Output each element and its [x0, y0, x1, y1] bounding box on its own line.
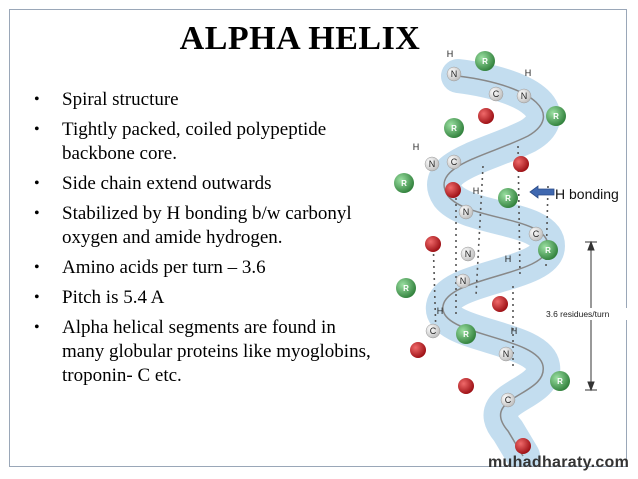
bullet-item: •Stabilized by H bonding b/w carbonyl ox… — [34, 203, 352, 248]
h-label: H — [511, 326, 518, 336]
n-label: N — [463, 207, 470, 217]
bullet-list: •Spiral structure •Tightly packed, coile… — [32, 88, 382, 394]
bullet-dot-icon: • — [34, 91, 40, 108]
r-label: R — [553, 112, 559, 121]
c-label: C — [430, 326, 437, 336]
r-label: R — [451, 124, 457, 133]
r-label: R — [505, 194, 511, 203]
r-label: R — [482, 57, 488, 66]
n-label: N — [521, 91, 528, 101]
c-label: C — [533, 229, 540, 239]
n-label: N — [465, 249, 472, 259]
watermark-text: muhadharaty.com — [488, 454, 630, 471]
h-label: H — [473, 186, 480, 196]
h-label: H — [437, 306, 444, 316]
bullet-item: •Amino acids per turn – 3.6 — [34, 257, 266, 278]
slide-title: ALPHA HELIX — [179, 20, 421, 57]
r-label: R — [545, 246, 551, 255]
bullet-dot-icon: • — [34, 121, 40, 138]
residues-per-turn-label: 3.6 residues/turn — [546, 309, 610, 319]
bullet-item: •Spiral structure — [34, 89, 179, 110]
r-label: R — [403, 284, 409, 293]
n-label: N — [503, 349, 510, 359]
bullet-dot-icon: • — [34, 175, 40, 192]
r-label: R — [401, 179, 407, 188]
bullet-dot-icon: • — [34, 259, 40, 276]
h-label: H — [413, 142, 420, 152]
bullet-dot-icon: • — [34, 319, 40, 336]
n-label: N — [460, 276, 467, 286]
bullet-dot-icon: • — [34, 205, 40, 222]
backbone-atoms — [424, 66, 544, 408]
n-label: N — [451, 69, 458, 79]
n-label: N — [429, 159, 436, 169]
h-bonding-label: H bonding — [555, 186, 619, 202]
bullet-item: •Side chain extend outwards — [34, 173, 272, 194]
slide-frame — [9, 9, 627, 467]
alpha-helix-diagram: 3.6 residues/turn R R R R R R R R R — [394, 49, 638, 466]
bullet-item: •Pitch is 5.4 A — [34, 287, 165, 308]
h-label: H — [505, 254, 512, 264]
h-bonding-arrow-icon — [529, 185, 555, 199]
bullet-item: •Tightly packed, coiled polypeptide back… — [34, 119, 327, 164]
h-label: H — [525, 68, 532, 78]
c-label: C — [493, 89, 500, 99]
h-label: H — [447, 49, 454, 59]
oxygen-atoms — [410, 108, 531, 454]
r-label: R — [557, 377, 563, 386]
r-group-atoms — [394, 51, 570, 391]
bullet-dot-icon: • — [34, 289, 40, 306]
r-label: R — [463, 330, 469, 339]
c-label: C — [505, 395, 512, 405]
c-label: C — [451, 157, 458, 167]
bullet-item: •Alpha helical segments are found in man… — [34, 317, 371, 386]
